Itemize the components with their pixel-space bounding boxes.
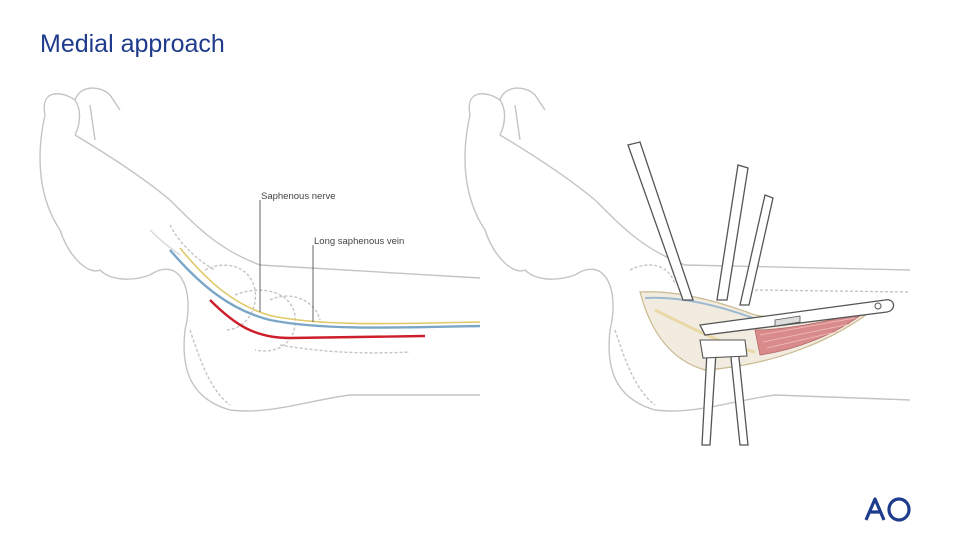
tendon (644, 296, 754, 319)
upper-retractor-middle (716, 164, 749, 301)
foot-outline (39, 87, 481, 412)
slide-title: Medial approach (40, 30, 225, 58)
incision-line (209, 299, 426, 340)
saphenous-vein (169, 249, 481, 329)
label-long-saphenous-vein: Long saphenous vein (314, 236, 404, 247)
left-foot-illustration: Saphenous nerve Long saphenous vein (39, 87, 481, 412)
foot-outline (464, 87, 911, 412)
right-foot-illustration (464, 87, 911, 446)
ao-logo (864, 497, 911, 522)
saphenous-nerve (179, 247, 481, 325)
label-saphenous-nerve: Saphenous nerve (261, 191, 335, 202)
upper-retractor-right (739, 194, 774, 306)
upper-retractor-left (627, 141, 694, 301)
